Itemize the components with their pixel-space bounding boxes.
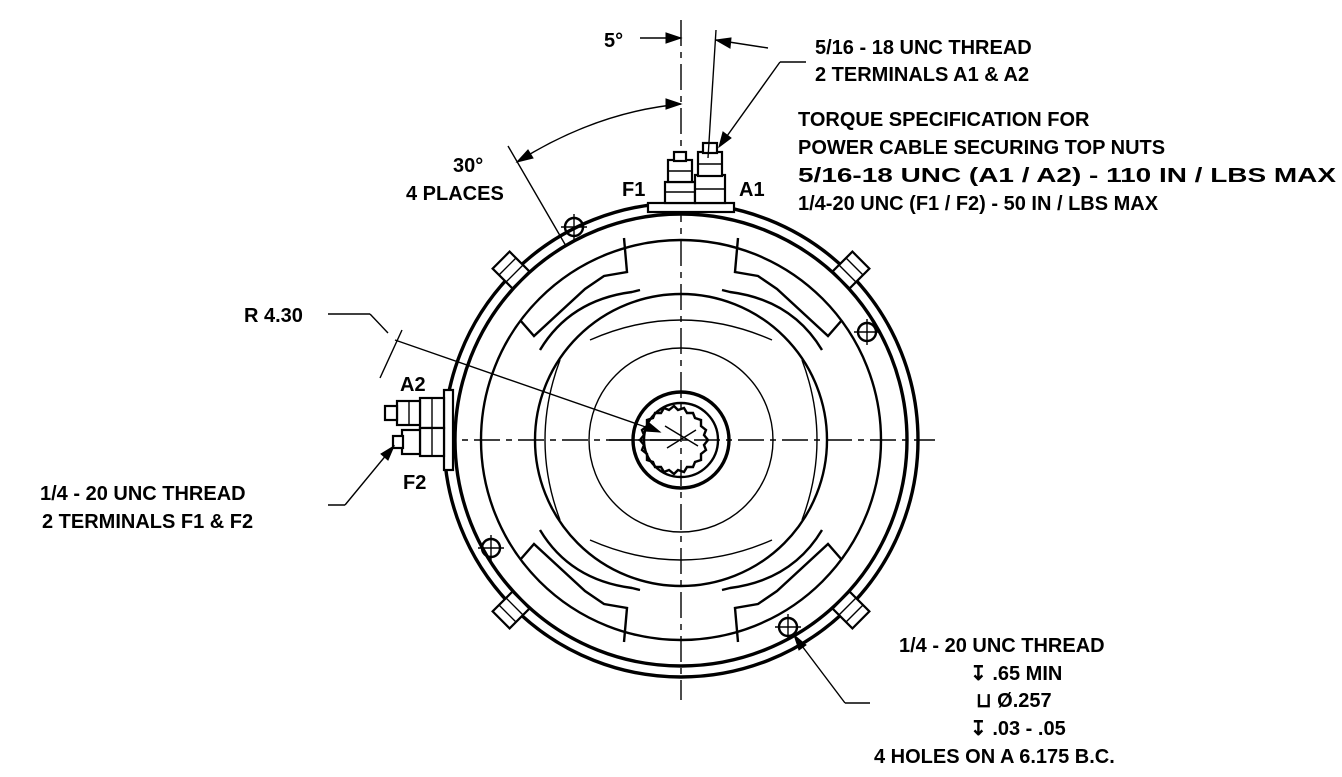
terminal-base-plate-left bbox=[442, 388, 455, 472]
mounting-holes bbox=[478, 214, 880, 640]
outer-bolts bbox=[491, 250, 871, 630]
leader-hole bbox=[792, 633, 870, 704]
angle-30-dimension bbox=[507, 98, 683, 247]
bolt-head bbox=[491, 590, 531, 630]
label-thread-f-line2: 2 TERMINALS F1 & F2 bbox=[42, 511, 253, 533]
radius-dimension bbox=[328, 313, 662, 433]
terminal-f2-stud bbox=[391, 434, 405, 450]
label-a1: A1 bbox=[739, 179, 765, 201]
label-angle-5: 5° bbox=[604, 30, 623, 52]
label-thread-f-line1: 1/4 - 20 UNC THREAD bbox=[40, 483, 246, 505]
mounting-hole bbox=[478, 535, 504, 561]
armature-arc-left bbox=[544, 359, 561, 521]
left-terminals bbox=[383, 388, 455, 472]
label-hole-line4: ↧ .03 - .05 bbox=[970, 718, 1066, 740]
leader-thread-a bbox=[718, 61, 806, 149]
label-hole-line1: 1/4 - 20 UNC THREAD bbox=[899, 635, 1105, 657]
label-thread-a-line2: 2 TERMINALS A1 & A2 bbox=[815, 64, 1029, 86]
terminal-base-plate bbox=[646, 201, 736, 214]
pole-piece-bottom-right bbox=[733, 542, 843, 643]
label-a2: A2 bbox=[400, 374, 426, 396]
bolt-head bbox=[831, 250, 871, 290]
pole-shoe-top-right bbox=[721, 288, 824, 351]
pole-shoe-bottom-right bbox=[721, 529, 824, 592]
pole-shoe-bottom-left bbox=[538, 529, 641, 592]
label-torque-line4: 1/4-20 UNC (F1 / F2) - 50 IN / LBS MAX bbox=[798, 193, 1159, 215]
pole-shoe-top-left bbox=[538, 288, 641, 351]
bolt-head bbox=[831, 590, 871, 630]
label-f1: F1 bbox=[622, 179, 645, 201]
label-hole-line5: 4 HOLES ON A 6.175 B.C. bbox=[874, 746, 1115, 768]
label-torque-line3: 5/16-18 UNC (A1 / A2) - 110 IN / LBS MAX bbox=[798, 165, 1337, 187]
label-radius: R 4.30 bbox=[244, 305, 303, 327]
terminal-a1-stud bbox=[701, 141, 719, 155]
label-torque-line2: POWER CABLE SECURING TOP NUTS bbox=[798, 137, 1165, 159]
label-angle-30: 30° bbox=[453, 155, 483, 177]
label-f2: F2 bbox=[403, 472, 426, 494]
mounting-hole bbox=[561, 214, 587, 240]
leader-thread-f bbox=[328, 444, 396, 506]
angle-5-dimension bbox=[640, 29, 769, 159]
label-thread-a-line1: 5/16 - 18 UNC THREAD bbox=[815, 37, 1032, 59]
bolt-head bbox=[491, 250, 531, 290]
label-torque-line1: TORQUE SPECIFICATION FOR bbox=[798, 109, 1090, 131]
label-hole-line3: ⊔ Ø.257 bbox=[976, 690, 1052, 712]
mounting-hole bbox=[854, 319, 880, 345]
pole-piece-top-right bbox=[733, 237, 843, 338]
top-terminals bbox=[646, 141, 736, 214]
label-four-places: 4 PLACES bbox=[406, 183, 504, 205]
label-hole-line2: ↧ .65 MIN bbox=[970, 663, 1062, 685]
terminal-f1-stud bbox=[672, 150, 688, 163]
terminal-a2-stud bbox=[383, 404, 399, 422]
pole-piece-top-left bbox=[519, 237, 629, 338]
terminal-f2-nut-upper bbox=[400, 428, 422, 456]
mounting-hole bbox=[775, 614, 801, 640]
pole-piece-bottom-left bbox=[519, 542, 629, 643]
